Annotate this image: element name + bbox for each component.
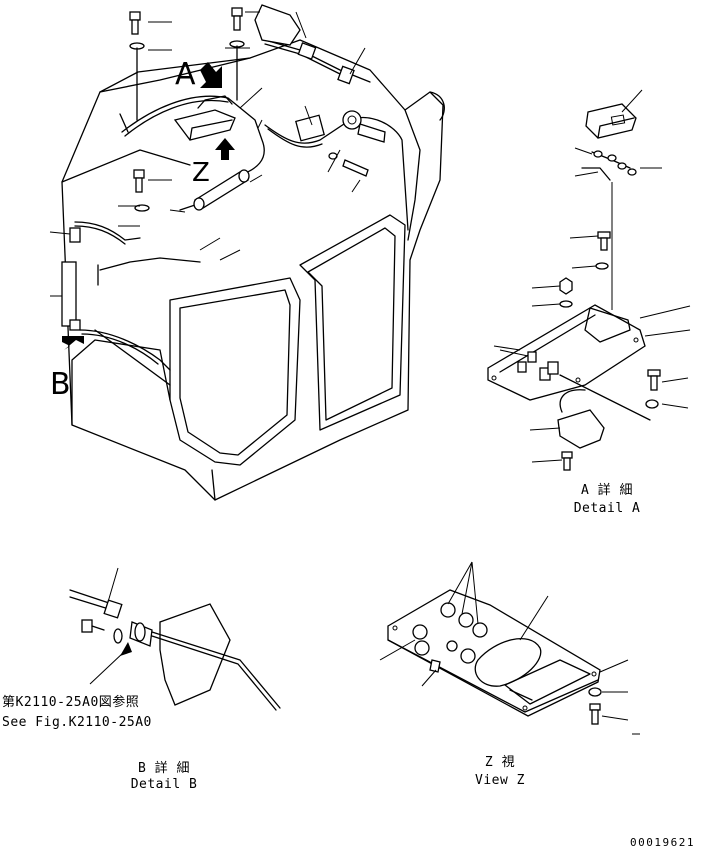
arrow-a [200, 62, 222, 88]
detail-a-drawing [487, 89, 691, 471]
top-rail [254, 4, 355, 85]
view-z-caption-jp: Z 視 [484, 755, 516, 770]
cab-assembly [61, 39, 445, 501]
bolts-main [129, 7, 369, 212]
marker-z-label: Z [192, 158, 210, 188]
view-z-caption-en: View Z [475, 773, 525, 788]
reference-jp: 第K2110-25A0図参照 [2, 695, 140, 710]
leader-lines-main [49, 11, 366, 297]
arrow-b [62, 336, 84, 350]
detail-b-caption-jp: B 詳 細 [138, 761, 190, 776]
side-clips [61, 113, 129, 331]
detail-a-caption-en: Detail A [573, 501, 641, 516]
marker-b-label: B [50, 367, 71, 402]
detail-a-caption-jp: A 詳 細 [581, 483, 633, 498]
canister [193, 169, 250, 211]
arrow-z [215, 138, 235, 160]
controller-box [173, 95, 236, 141]
drawing-number: 00019621 [630, 836, 695, 849]
marker-a-label: A [175, 57, 196, 92]
connectors [295, 110, 386, 143]
reference-en: See Fig.K2110-25A0 [2, 715, 152, 730]
view-z-drawing [379, 561, 640, 735]
detail-b-caption-en: Detail B [130, 777, 198, 792]
wiring-harness [74, 39, 409, 371]
detail-b-drawing [69, 567, 281, 711]
